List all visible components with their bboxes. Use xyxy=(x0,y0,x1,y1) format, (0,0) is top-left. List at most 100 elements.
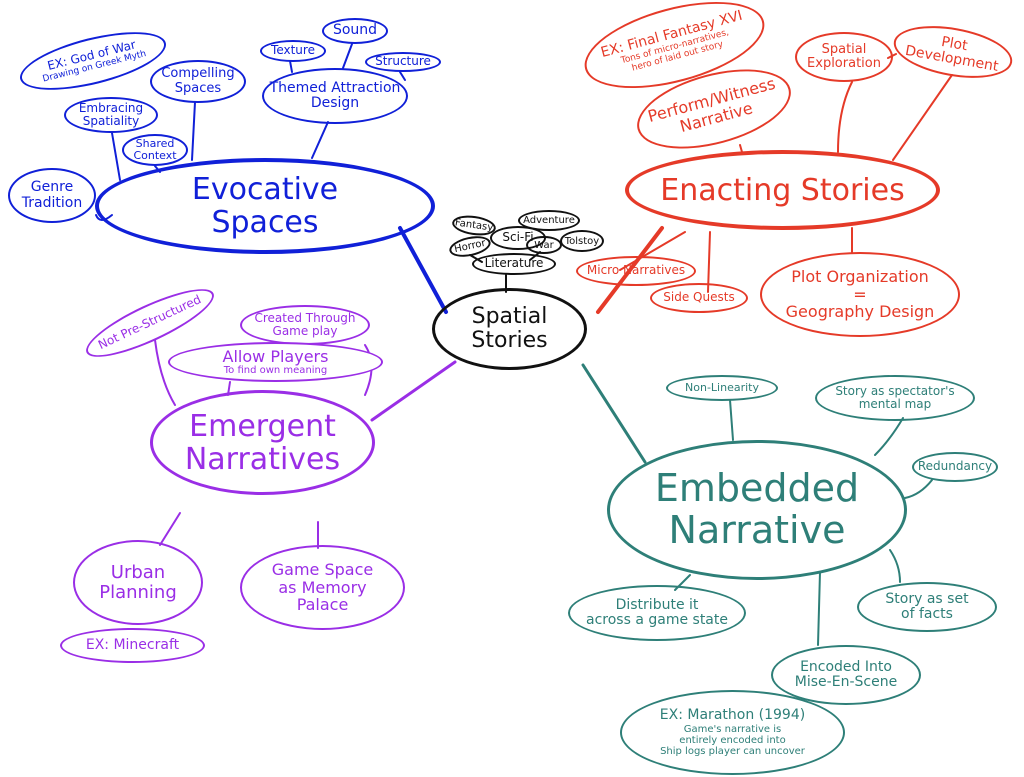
connector xyxy=(707,231,711,293)
genre-tolstoy[interactable]: Tolstoy xyxy=(560,230,604,252)
node-label: To find own meaning xyxy=(223,365,328,377)
connector xyxy=(817,571,821,646)
node-micro-narratives[interactable]: Micro Narratives xyxy=(576,256,696,286)
node-label: Themed Attraction xyxy=(269,79,401,96)
node-label: Planning xyxy=(99,581,177,603)
node-label: Game play xyxy=(272,324,338,338)
node-label: entirely encoded into xyxy=(679,734,786,746)
node-texture[interactable]: Texture xyxy=(260,40,326,62)
node-label: Game Space xyxy=(271,560,374,580)
connector xyxy=(837,81,853,153)
connector xyxy=(874,417,904,456)
connector xyxy=(191,101,196,161)
genre-war[interactable]: War xyxy=(526,236,562,254)
node-non-linearity[interactable]: Non-Linearity xyxy=(666,375,778,401)
node-label: Narrative xyxy=(668,508,846,552)
node-label: Geography Design xyxy=(785,302,935,322)
node-label: Non-Linearity xyxy=(685,380,759,394)
node-label: Context xyxy=(133,149,177,162)
topic-enacting-stories[interactable]: Enacting Stories xyxy=(625,150,940,230)
node-label: Created Through xyxy=(254,310,356,325)
node-label: Horror xyxy=(453,237,487,256)
node-label: Embedded xyxy=(654,466,860,511)
genre-literature[interactable]: Literature xyxy=(472,253,556,275)
node-label: as Memory xyxy=(278,577,367,597)
connector xyxy=(729,399,734,441)
node-side-quests[interactable]: Side Quests xyxy=(650,283,748,313)
node-label: Sound xyxy=(332,22,378,39)
node-label: Emergent xyxy=(189,408,336,444)
node-label: Redundancy xyxy=(917,459,993,474)
node-label: EX: Marathon (1994) xyxy=(659,707,806,724)
node-label: Design xyxy=(310,95,360,111)
node-sound[interactable]: Sound xyxy=(322,18,388,44)
node-label: Spatiality xyxy=(82,114,140,128)
node-label: Spaces xyxy=(211,205,319,240)
connector xyxy=(154,339,176,406)
node-label: across a game state xyxy=(586,612,728,628)
node-label: Texture xyxy=(271,43,315,58)
node-label: Fantasy xyxy=(454,217,494,234)
connector xyxy=(398,226,448,314)
node-label: Genre xyxy=(30,179,74,196)
node-label: mental map xyxy=(858,397,932,411)
genre-adventure[interactable]: Adventure xyxy=(518,210,580,231)
node-label: Tolstoy xyxy=(564,235,600,247)
node-label: Palace xyxy=(296,595,349,615)
node-example-minecraft[interactable]: EX: Minecraft xyxy=(60,628,205,663)
node-label: Ship logs player can uncover xyxy=(660,745,805,757)
node-redundancy[interactable]: Redundancy xyxy=(912,452,998,482)
node-label: Stories xyxy=(471,328,548,353)
node-label: Exploration xyxy=(807,56,881,71)
node-label: Evocative xyxy=(191,172,339,207)
node-label: Spatial xyxy=(471,303,548,329)
node-label: of facts xyxy=(901,606,953,622)
connector xyxy=(342,43,353,69)
connector xyxy=(311,121,329,159)
connector xyxy=(889,549,901,583)
node-label: Structure xyxy=(375,54,431,69)
node-label: Side Quests xyxy=(663,290,735,305)
connector xyxy=(289,60,293,73)
node-label: Distribute it xyxy=(615,596,699,613)
node-label: Sci-Fi xyxy=(502,230,534,245)
connector xyxy=(111,132,121,181)
node-structure[interactable]: Structure xyxy=(365,52,441,72)
node-label: Compelling xyxy=(161,66,235,82)
connector xyxy=(159,512,181,546)
node-label: Spatial xyxy=(821,41,867,57)
node-label: Allow Players xyxy=(222,346,329,366)
node-label: Enacting Stories xyxy=(660,172,905,208)
connector xyxy=(399,71,406,81)
node-label: EX: Minecraft xyxy=(85,636,180,653)
connector xyxy=(892,74,953,161)
node-label: Embracing xyxy=(78,100,144,115)
node-label: Spaces xyxy=(174,80,222,96)
connector xyxy=(904,479,933,499)
node-label: Adventure xyxy=(523,215,575,226)
node-label: Urban xyxy=(110,561,166,583)
node-plot-organization-geography-design[interactable]: Plot Organization=Geography Design xyxy=(760,252,960,337)
node-label: War xyxy=(534,239,554,251)
node-label: Micro Narratives xyxy=(586,263,686,278)
